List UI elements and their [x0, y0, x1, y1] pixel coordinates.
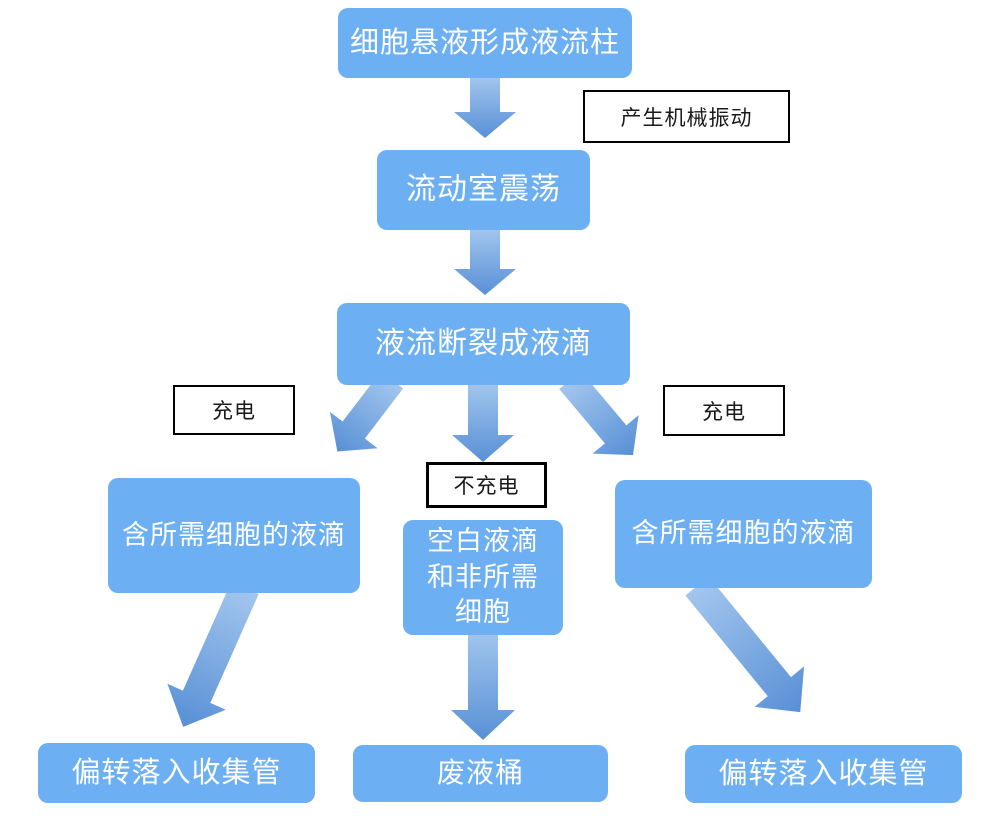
annotation-label: 充电	[702, 400, 746, 424]
node-stream-breaks-into-droplets: 液流断裂成液滴	[337, 303, 630, 385]
arrow-step2-step3	[454, 228, 516, 295]
node-deflect-into-collection-tube-left: 偏转落入收集管	[38, 743, 315, 803]
arrow-step3-right-droplet	[559, 371, 639, 456]
node-label: 液流断裂成液滴	[375, 327, 592, 361]
annotation-mechanical-vibration: 产生机械振动	[583, 90, 790, 143]
node-deflect-into-collection-tube-right: 偏转落入收集管	[685, 745, 962, 803]
node-flow-chamber-oscillation: 流动室震荡	[377, 150, 590, 230]
node-label: 空白液滴 和非所需 细胞	[427, 526, 539, 628]
arrow-step1-step2	[454, 76, 516, 138]
node-label: 偏转落入收集管	[718, 757, 929, 790]
node-label: 含所需细胞的液滴	[631, 518, 856, 549]
node-label: 废液桶	[436, 757, 524, 789]
node-label: 含所需细胞的液滴	[122, 519, 346, 550]
arrow-left-droplet-collect	[167, 581, 259, 727]
annotation-charge-right: 充电	[663, 385, 785, 436]
node-cell-suspension-stream: 细胞悬液形成液流柱	[338, 8, 632, 78]
node-label: 流动室震荡	[406, 173, 561, 207]
annotation-label: 产生机械振动	[620, 106, 753, 130]
annotation-label: 充电	[212, 400, 256, 423]
annotation-no-charge: 不充电	[426, 462, 547, 508]
node-label: 细胞悬液形成液流柱	[349, 26, 620, 59]
node-droplet-with-target-cells-right: 含所需细胞的液滴	[615, 480, 872, 588]
arrow-step3-left-droplet	[329, 371, 404, 452]
node-blank-droplet-unwanted-cells: 空白液滴 和非所需 细胞	[403, 520, 563, 635]
arrow-middle-droplet-waste	[451, 630, 515, 740]
arrow-step3-middle-droplet	[452, 382, 514, 462]
node-waste-container: 废液桶	[353, 745, 608, 802]
annotation-charge-left: 充电	[173, 385, 295, 435]
annotation-label: 不充电	[453, 475, 520, 498]
arrow-right-droplet-collect	[685, 576, 805, 713]
node-droplet-with-target-cells-left: 含所需细胞的液滴	[108, 478, 360, 593]
node-label: 偏转落入收集管	[71, 756, 282, 789]
